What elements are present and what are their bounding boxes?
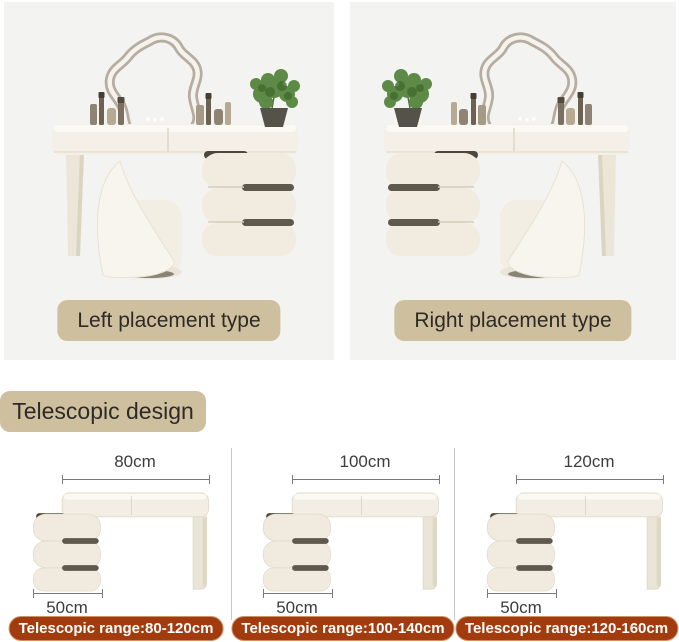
depth-dimension-line — [487, 589, 557, 598]
width-dimension-line — [292, 475, 440, 484]
width-dimension-line — [62, 475, 210, 484]
depth-dimension-line — [263, 589, 333, 598]
width-dimension-line — [516, 475, 664, 484]
depth-dimension-line — [33, 589, 103, 598]
right-placement-label: Right placement type — [394, 300, 632, 341]
desk-diagram — [262, 492, 439, 592]
width-dimension-label: 120cm — [563, 452, 615, 471]
telescopic-range-badge: Telescopic range:100-140cm — [231, 616, 455, 641]
width-dimension-label: 80cm — [114, 452, 156, 471]
left-placement-panel: Left placement type — [4, 2, 334, 360]
desk-diagram — [32, 492, 209, 592]
telescopic-range-badge: Telescopic range:120-160cm — [454, 616, 679, 641]
telescopic-range-badge: Telescopic range:80-120cm — [8, 616, 224, 641]
column-divider — [454, 448, 455, 620]
telescopic-column-100cm: 100cm 50cm Telescopic range:100-140cm — [231, 445, 455, 642]
vanity-illustration-left — [4, 4, 334, 294]
telescopic-column-120cm: 120cm 50cm Telescopic range:120-160cm — [454, 445, 679, 642]
vanity-illustration-right — [350, 4, 676, 294]
telescopic-design-heading: Telescopic design — [0, 391, 206, 432]
width-dimension-label: 100cm — [339, 452, 391, 471]
depth-dimension-label: 50cm — [500, 598, 542, 617]
depth-dimension-label: 50cm — [46, 598, 88, 617]
column-divider — [231, 448, 232, 620]
desk-diagram — [486, 492, 663, 592]
telescopic-column-80cm: 80cm 50cm Telescopic range:80-120cm — [2, 445, 230, 642]
left-placement-label: Left placement type — [57, 300, 281, 341]
right-placement-panel: Right placement type — [350, 2, 676, 360]
depth-dimension-label: 50cm — [276, 598, 318, 617]
